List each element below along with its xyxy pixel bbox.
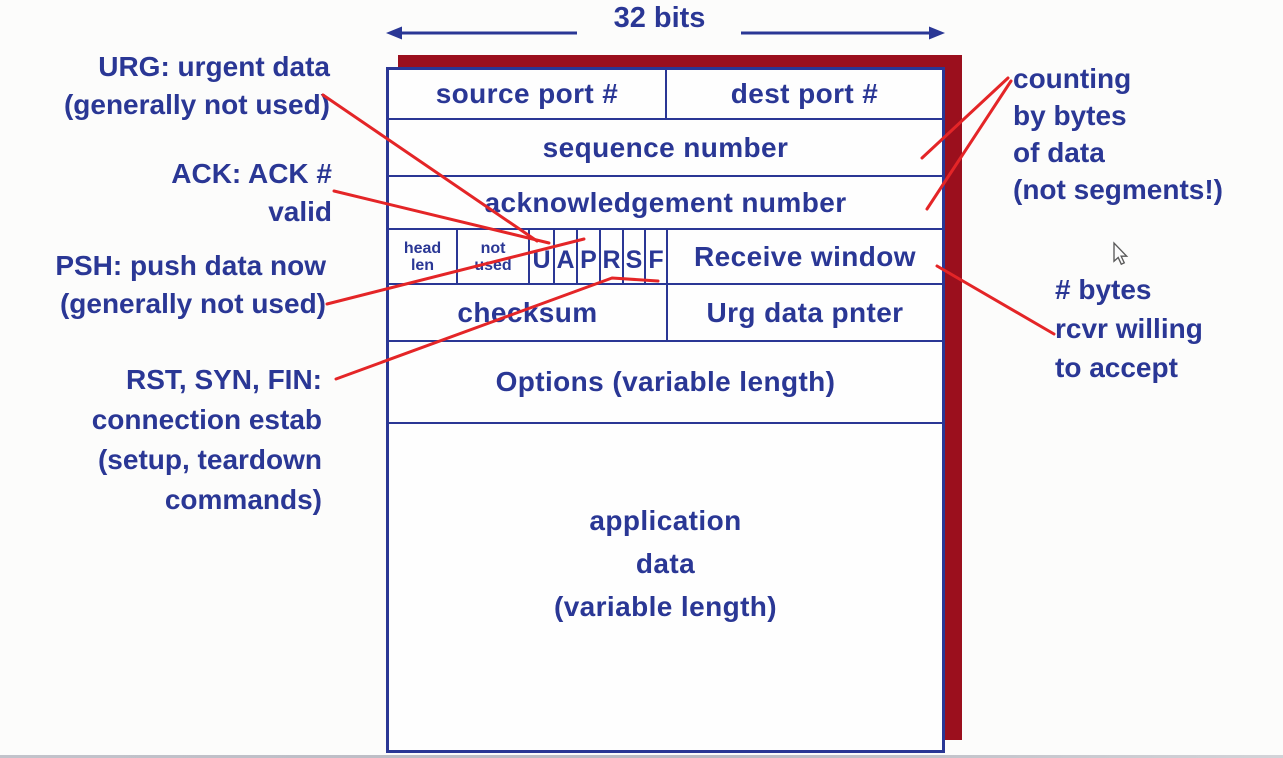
flag-ack: A — [555, 230, 578, 283]
row-ports: source port # dest port # — [389, 70, 942, 120]
annotation-counting-bytes: counting by bytes of data (not segments!… — [1013, 63, 1223, 205]
options-label: Options (variable length) — [495, 366, 836, 397]
not-used-label: not used — [474, 239, 512, 274]
urg-pointer-label: Urg data pnter — [706, 296, 904, 328]
tcp-segment-box: source port # dest port # sequence numbe… — [386, 67, 945, 753]
field-urg-pointer: Urg data pnter — [668, 285, 942, 340]
source-port-label: source port # — [435, 78, 619, 109]
row-options: Options (variable length) — [389, 342, 942, 424]
annotation-rst-syn-fin: RST, SYN, FIN: connection estab (setup, … — [91, 364, 322, 515]
flag-psh: P — [578, 230, 601, 283]
field-ack-number: acknowledgement number — [389, 177, 942, 228]
receive-window-label: Receive window — [694, 240, 916, 272]
flag-urg: U — [530, 230, 555, 283]
width-arrow-right — [741, 26, 945, 40]
app-data-line1: application — [589, 505, 742, 536]
field-receive-window: Receive window — [668, 230, 942, 283]
row-application-data: application data (variable length) — [389, 424, 942, 750]
field-options: Options (variable length) — [389, 342, 942, 422]
row-checksum: checksum Urg data pnter — [389, 285, 942, 342]
flag-syn: S — [624, 230, 646, 283]
row-flags: head len not used U A P R S F Receive wi… — [389, 230, 942, 285]
flag-rst: R — [601, 230, 624, 283]
field-dest-port: dest port # — [667, 70, 942, 118]
field-checksum: checksum — [389, 285, 668, 340]
dest-port-label: dest port # — [730, 78, 879, 109]
annotation-receive-window: # bytes rcvr willing to accept — [1055, 274, 1203, 383]
annotation-ack: ACK: ACK # valid — [171, 158, 332, 227]
checksum-label: checksum — [457, 296, 598, 328]
row-acknowledgement: acknowledgement number — [389, 177, 942, 230]
annotation-urg: URG: urgent data (generally not used) — [63, 51, 330, 120]
flag-fin: F — [646, 230, 668, 283]
ack-number-label: acknowledgement number — [484, 186, 847, 218]
sequence-number-label: sequence number — [542, 131, 789, 163]
field-not-used: not used — [458, 230, 530, 283]
row-sequence: sequence number — [389, 120, 942, 177]
width-arrow-left — [386, 26, 577, 40]
bits-width-label: 32 bits — [613, 2, 706, 34]
field-head-len: head len — [389, 230, 458, 283]
head-len-label: head len — [403, 239, 442, 274]
field-source-port: source port # — [389, 70, 667, 118]
app-data-line3: (variable length) — [553, 591, 778, 622]
app-data-line2: data — [635, 548, 696, 579]
mouse-cursor-icon — [1113, 241, 1129, 266]
bottom-edge-strip — [0, 755, 1283, 758]
field-application-data: application data (variable length) — [389, 424, 942, 750]
field-sequence-number: sequence number — [389, 120, 942, 175]
annotation-psh: PSH: push data now (generally not used) — [55, 250, 326, 319]
